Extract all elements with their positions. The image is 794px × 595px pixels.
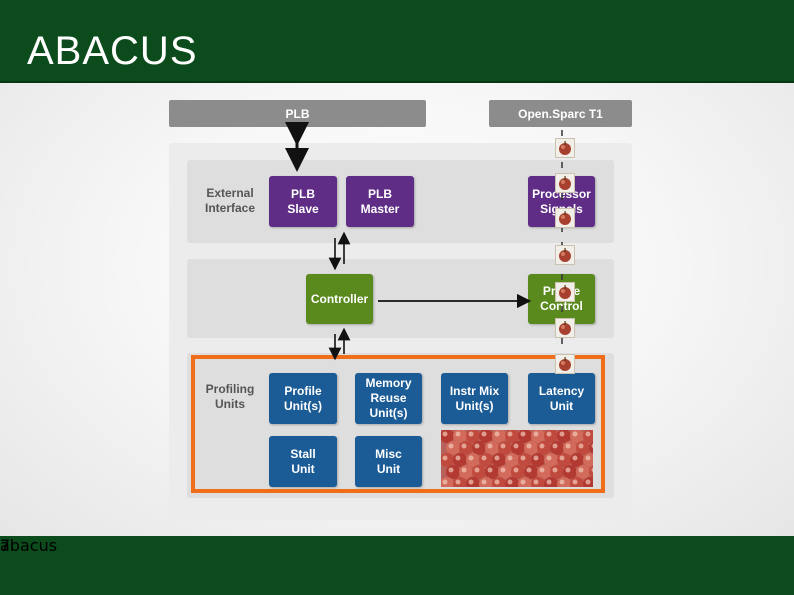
apple-photo-highlight	[578, 443, 584, 449]
apple-photo-highlight	[500, 467, 506, 473]
apple-photo-highlight	[559, 455, 565, 461]
apple-photo-highlight	[552, 467, 558, 473]
latency-unit-box: Latency Unit	[528, 373, 595, 424]
apple-photo-highlight	[461, 443, 467, 449]
apple-photo-highlight	[520, 455, 526, 461]
apple-photo-highlight	[494, 455, 500, 461]
apple-photo-highlight	[533, 455, 539, 461]
apple-photo-highlight	[494, 479, 500, 485]
page-number: 7	[0, 536, 11, 555]
apple-photo-highlight	[442, 479, 448, 485]
apple-photo-highlight	[487, 443, 493, 449]
apple-photo-highlight	[468, 431, 474, 437]
misc-unit-box: Misc Unit	[355, 436, 422, 487]
apple-photo-highlight	[507, 455, 513, 461]
slide-title: ABACUS	[27, 29, 198, 73]
abacus-logo: abacus	[0, 536, 58, 555]
apple-photo-highlight	[526, 443, 532, 449]
apple-photo-highlight	[507, 431, 513, 437]
apple-photo-highlight	[500, 443, 506, 449]
apple-photo-highlight	[546, 479, 552, 485]
instr-mix-units-box: Instr Mix Unit(s)	[441, 373, 508, 424]
apple-photo-highlight	[507, 479, 513, 485]
apple-photo-highlight	[481, 431, 487, 437]
apple-photo-highlight	[474, 443, 480, 449]
apple-photo-highlight	[513, 467, 519, 473]
apple-icon	[555, 208, 575, 228]
profile-units-box: Profile Unit(s)	[269, 373, 337, 424]
plb-master-box: PLB Master	[346, 176, 414, 227]
apple-photo-highlight	[546, 431, 552, 437]
apple-photo-highlight	[442, 431, 448, 437]
apple-photo-highlight	[494, 431, 500, 437]
apple-photo-highlight	[455, 479, 461, 485]
apple-photo-highlight	[572, 455, 578, 461]
apple-icon	[555, 318, 575, 338]
apple-photo-highlight	[591, 443, 593, 449]
apple-photo-highlight	[455, 455, 461, 461]
memory-reuse-units-box: Memory Reuse Unit(s)	[355, 373, 422, 424]
apple-photo-highlight	[539, 467, 545, 473]
apple-photo-highlight	[559, 479, 565, 485]
apple-photo-highlight	[591, 467, 593, 473]
stall-unit-box: Stall Unit	[269, 436, 337, 487]
apple-photo-highlight	[448, 443, 454, 449]
opensparc-bar: Open.Sparc T1	[489, 100, 632, 127]
apple-photo-highlight	[481, 479, 487, 485]
apple-photo-highlight	[585, 455, 591, 461]
profiling-highlight-frame	[191, 355, 605, 493]
apple-photo-highlight	[448, 467, 454, 473]
apple-photo-highlight	[487, 467, 493, 473]
external-interface-label: External Interface	[204, 186, 256, 215]
apple-photo-highlight	[533, 431, 539, 437]
plb-slave-box: PLB Slave	[269, 176, 337, 227]
apple-photo-highlight	[572, 431, 578, 437]
apple-photo-highlight	[526, 467, 532, 473]
apple-photo-highlight	[559, 431, 565, 437]
apple-photo-highlight	[585, 431, 591, 437]
apple-photo	[441, 430, 593, 487]
apple-photo-highlight	[520, 431, 526, 437]
apple-photo-highlight	[520, 479, 526, 485]
apple-photo-highlight	[565, 467, 571, 473]
apple-photo-highlight	[565, 443, 571, 449]
apple-photo-highlight	[455, 431, 461, 437]
apple-photo-highlight	[585, 479, 591, 485]
profiling-units-label: Profiling Units	[205, 382, 255, 411]
apple-icon	[555, 173, 575, 193]
apple-photo-highlight	[546, 455, 552, 461]
controller-box: Controller	[306, 274, 373, 324]
apple-photo-highlight	[442, 455, 448, 461]
apple-photo-highlight	[539, 443, 545, 449]
apple-photo-highlight	[552, 443, 558, 449]
slide-header: ABACUS	[0, 0, 794, 83]
apple-photo-highlight	[468, 455, 474, 461]
apple-photo-highlight	[481, 455, 487, 461]
apple-icon	[555, 138, 575, 158]
apple-photo-highlight	[533, 479, 539, 485]
apple-photo-highlight	[513, 443, 519, 449]
apple-photo-highlight	[572, 479, 578, 485]
apple-icon	[555, 354, 575, 374]
apple-photo-highlight	[468, 479, 474, 485]
apple-photo-highlight	[474, 467, 480, 473]
apple-photo-highlight	[578, 467, 584, 473]
apple-icon	[555, 282, 575, 302]
apple-icon	[555, 245, 575, 265]
slide-footer	[0, 536, 794, 595]
apple-photo-highlight	[461, 467, 467, 473]
